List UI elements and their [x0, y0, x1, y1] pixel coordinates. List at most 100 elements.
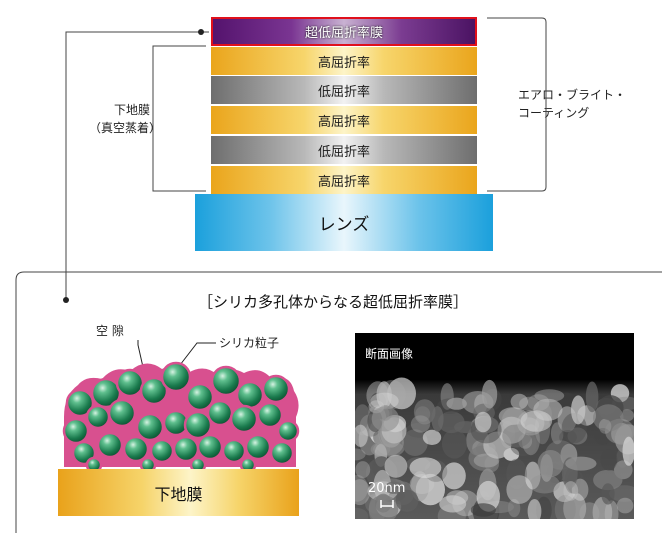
silica-particle [62, 417, 90, 445]
silica-particle [160, 361, 192, 393]
scale-label: 20nm [368, 481, 406, 496]
silica-particle [96, 431, 124, 459]
sem-label: 断面画像 [365, 347, 414, 361]
silica-particle [244, 433, 272, 461]
undercoat-substrate: 下地膜 [58, 469, 299, 516]
silica-particle [107, 398, 137, 428]
ultra-low-index-film-label: 超低屈折率膜 [304, 26, 383, 41]
sem-grain [415, 406, 431, 422]
sem-grain [567, 427, 588, 445]
sem-grain [506, 458, 527, 490]
silica-particle [221, 438, 247, 464]
low-index-layer-2: 低屈折率 [211, 136, 477, 164]
sem-grain [559, 430, 577, 445]
sem-grain [537, 450, 564, 478]
particle-leader [179, 342, 216, 366]
sem-grain [604, 500, 619, 519]
high-index-layer-2: 高屈折率 [211, 106, 477, 134]
sem-grain [384, 481, 404, 494]
sem-texture [355, 333, 634, 519]
silica-particle [210, 365, 242, 397]
sem-grain [409, 457, 442, 478]
silica-particle [65, 388, 95, 418]
sem-grain [616, 497, 634, 514]
silica-particle [196, 433, 224, 461]
sem-grain [571, 395, 586, 425]
sem-grain [593, 469, 623, 491]
sem-grain [579, 502, 600, 519]
sem-grain [593, 404, 624, 432]
layer-label: 低屈折率 [317, 84, 370, 100]
sem-grain [371, 406, 400, 432]
silica-particle [229, 404, 259, 434]
silica-particle-film [62, 361, 300, 473]
ultra-low-index-film-layer: 超低屈折率膜 [211, 17, 477, 46]
sem-grain [506, 475, 533, 504]
silica-particle [135, 412, 165, 442]
sem-grain [609, 485, 634, 502]
sem-grain [446, 490, 469, 505]
sem-cross-section-image: 断面画像 20nm [355, 333, 634, 519]
sem-grain [355, 479, 370, 506]
sem-grain [439, 495, 467, 513]
silica-particle [235, 380, 265, 410]
substrate-label: 下地膜 [154, 484, 203, 504]
sem-grain [355, 507, 369, 519]
sem-grain [355, 424, 368, 447]
particles-group [62, 361, 300, 473]
undercoat-bracket [152, 45, 206, 192]
sem-grain [527, 499, 542, 519]
low-index-layer-1: 低屈折率 [211, 76, 477, 104]
silica-particle [122, 435, 150, 463]
sem-grain [600, 449, 618, 471]
silica-particle [206, 399, 234, 427]
sem-grain [355, 400, 369, 432]
sem-grain [601, 483, 615, 505]
sem-grain [402, 429, 428, 456]
silica-particle-label: シリカ粒子 [219, 336, 280, 350]
sem-grain [370, 392, 399, 410]
sem-grain [355, 461, 371, 479]
silica-particle [183, 410, 213, 440]
silica-particle [261, 374, 291, 404]
high-index-layer-3: 高屈折率 [211, 166, 477, 194]
silica-particle [149, 438, 175, 464]
layer-label: 高屈折率 [317, 114, 370, 130]
sem-grain [571, 478, 589, 501]
sem-grain [529, 474, 560, 494]
silica-particle [269, 440, 295, 466]
layer-label: 高屈折率 [317, 55, 370, 71]
sem-grain [431, 406, 444, 432]
detail-frame [15, 271, 662, 533]
sem-grain [355, 448, 366, 461]
layer-label: 高屈折率 [317, 174, 370, 190]
leader-dot-bottom [63, 297, 69, 303]
undercoat-label-line1: 下地膜 [113, 103, 150, 117]
leader-dot-top [198, 29, 204, 35]
sem-grain [387, 377, 416, 410]
sem-grain [395, 489, 419, 512]
silica-particle [185, 382, 215, 412]
sem-grain [470, 503, 496, 517]
sem-grain [563, 481, 579, 501]
sem-grain [422, 429, 442, 445]
sem-grain [442, 462, 466, 490]
sem-grain [410, 415, 431, 433]
sem-grain [510, 393, 528, 410]
lens: レンズ [195, 194, 493, 251]
silica-particle [85, 404, 111, 430]
silica-particle [256, 401, 284, 429]
aero-label-line1: エアロ・ブライト・ [518, 88, 627, 102]
sem-grain [384, 454, 408, 478]
aero-label-line2: コーティング [518, 106, 590, 120]
sem-grain [539, 473, 552, 491]
high-index-layer-1: 高屈折率 [211, 47, 477, 75]
sem-grain [441, 429, 468, 459]
scale-bar [380, 500, 394, 508]
silica-particle [115, 368, 145, 398]
sem-grain [585, 381, 599, 413]
sem-grain [481, 379, 498, 409]
sem-grain [554, 494, 576, 519]
sem-grain [355, 474, 368, 502]
